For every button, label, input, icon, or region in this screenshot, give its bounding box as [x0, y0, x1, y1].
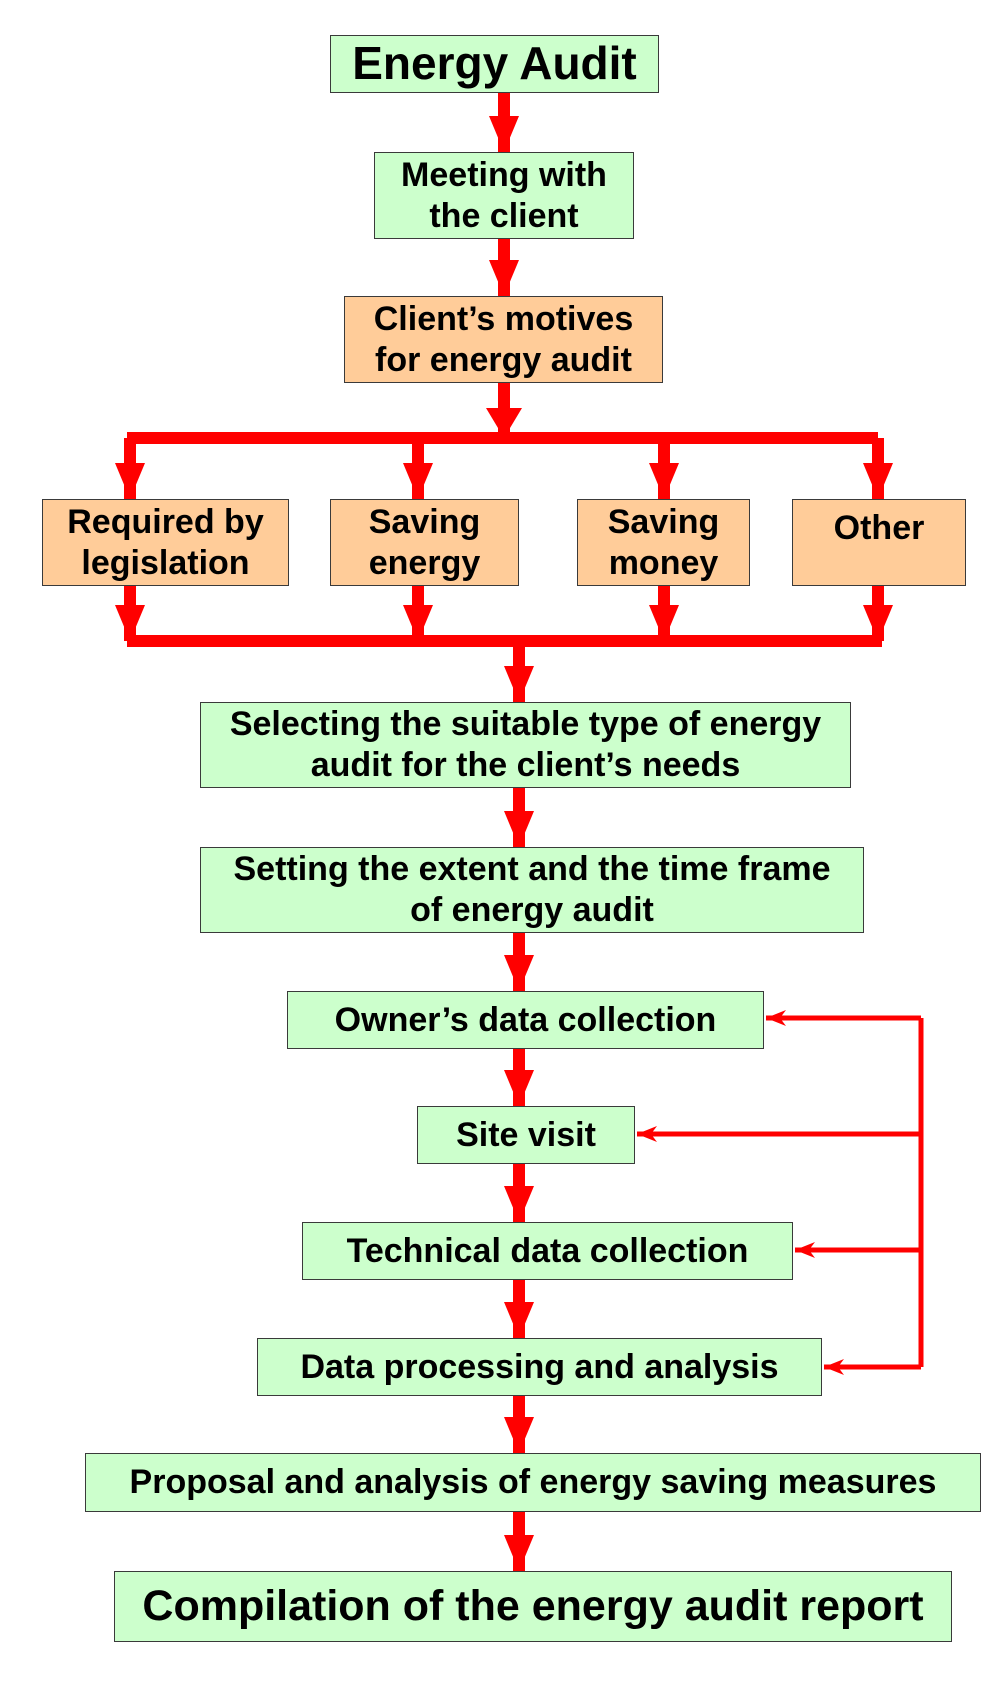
- motive-saving-energy-box: Saving energy: [330, 499, 519, 586]
- motive-other-box: Other: [792, 499, 966, 586]
- meeting-with-client-label: Meeting with the client: [401, 155, 607, 235]
- motive-saving-money-label: Saving money: [607, 502, 720, 582]
- motives-stem-head: [486, 408, 522, 438]
- compilation-report-box: Compilation of the energy audit report: [114, 1571, 952, 1642]
- proposal-analysis-label: Proposal and analysis of energy saving m…: [129, 1463, 937, 1502]
- motive-legislation-label: Required by legislation: [67, 502, 264, 582]
- technical-data-collection-box: Technical data collection: [302, 1222, 793, 1280]
- client-motives-box: Client’s motives for energy audit: [344, 296, 663, 383]
- selecting-audit-type-label: Selecting the suitable type of energy au…: [229, 705, 822, 784]
- site-visit-label: Site visit: [456, 1115, 596, 1154]
- meeting-with-client-box: Meeting with the client: [374, 152, 634, 239]
- data-processing-label: Data processing and analysis: [300, 1347, 779, 1386]
- motive-saving-money-box: Saving money: [577, 499, 750, 586]
- data-processing-box: Data processing and analysis: [257, 1338, 822, 1396]
- owner-data-collection-box: Owner’s data collection: [287, 991, 764, 1049]
- technical-data-collection-label: Technical data collection: [346, 1231, 749, 1270]
- energy-audit-title: Energy Audit: [352, 37, 637, 90]
- motive-other-label: Other: [833, 509, 925, 547]
- proposal-analysis-box: Proposal and analysis of energy saving m…: [85, 1453, 981, 1512]
- compilation-report-label: Compilation of the energy audit report: [142, 1581, 924, 1630]
- energy-audit-title-box: Energy Audit: [330, 35, 659, 93]
- selecting-audit-type-box: Selecting the suitable type of energy au…: [200, 702, 851, 788]
- owner-data-collection-label: Owner’s data collection: [334, 1000, 717, 1039]
- setting-extent-label: Setting the extent and the time frame of…: [233, 850, 831, 929]
- client-motives-label: Client’s motives for energy audit: [373, 299, 634, 379]
- motive-saving-energy-label: Saving energy: [368, 502, 481, 582]
- site-visit-box: Site visit: [417, 1106, 635, 1164]
- motive-legislation-box: Required by legislation: [42, 499, 289, 586]
- setting-extent-box: Setting the extent and the time frame of…: [200, 847, 864, 933]
